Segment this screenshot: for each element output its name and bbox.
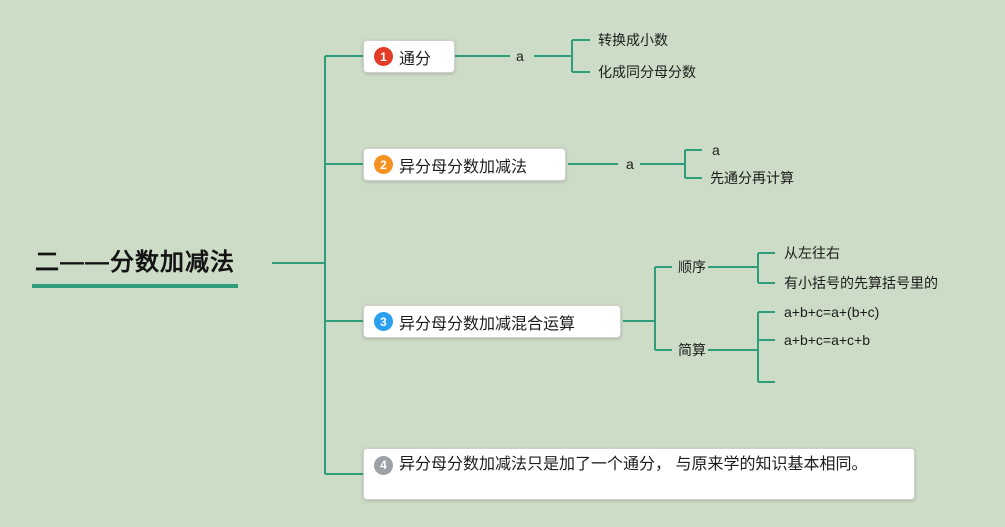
badge-1-icon: 1 — [374, 47, 393, 66]
leaf-convert-to-decimal[interactable]: 转换成小数 — [598, 32, 668, 48]
sub-node-a-2[interactable]: a — [626, 156, 634, 172]
root-node[interactable]: 二——分数加减法 — [32, 242, 238, 288]
node-unlike-denominator-addsub[interactable]: 2 异分母分数加减法 — [363, 148, 566, 181]
trunk-line — [272, 55, 363, 475]
badge-3-icon: 3 — [374, 312, 393, 331]
branch1-fork — [455, 39, 590, 73]
leaf-tongfen-then-calc[interactable]: 先通分再计算 — [710, 170, 794, 186]
order-fork — [708, 252, 775, 284]
leaf-formula-commutative[interactable]: a+b+c=a+c+b — [784, 332, 871, 348]
badge-2-icon: 2 — [374, 155, 393, 174]
node-mixed-operations[interactable]: 3 异分母分数加减混合运算 — [363, 305, 621, 338]
node-tongfen[interactable]: 1 通分 — [363, 40, 455, 73]
leaf-formula-associative[interactable]: a+b+c=a+(b+c) — [784, 304, 880, 320]
node-summary[interactable]: 4 异分母分数加减法只是加了一个通分， 与原来学的知识基本相同。 — [363, 448, 915, 500]
leaf-brackets-first[interactable]: 有小括号的先算括号里的 — [784, 275, 938, 291]
badge-4-icon: 4 — [374, 456, 393, 475]
node-summary-label: 异分母分数加减法只是加了一个通分， 与原来学的知识基本相同。 — [399, 456, 868, 473]
sub-node-a-1[interactable]: a — [516, 48, 524, 64]
branch2-fork — [568, 149, 702, 179]
simplify-fork — [708, 311, 775, 383]
leaf-same-denominator-fraction[interactable]: 化成同分母分数 — [598, 64, 696, 80]
group-order[interactable]: 顺序 — [678, 259, 706, 275]
branch3-fork — [623, 266, 672, 351]
node-mixed-operations-label: 异分母分数加减混合运算 — [399, 315, 576, 333]
leaf-left-to-right[interactable]: 从左往右 — [784, 245, 840, 261]
node-tongfen-label: 通分 — [399, 50, 432, 68]
group-simplify[interactable]: 简算 — [678, 342, 706, 358]
leaf-a[interactable]: a — [712, 142, 720, 158]
node-unlike-denominator-addsub-label: 异分母分数加减法 — [399, 158, 528, 176]
